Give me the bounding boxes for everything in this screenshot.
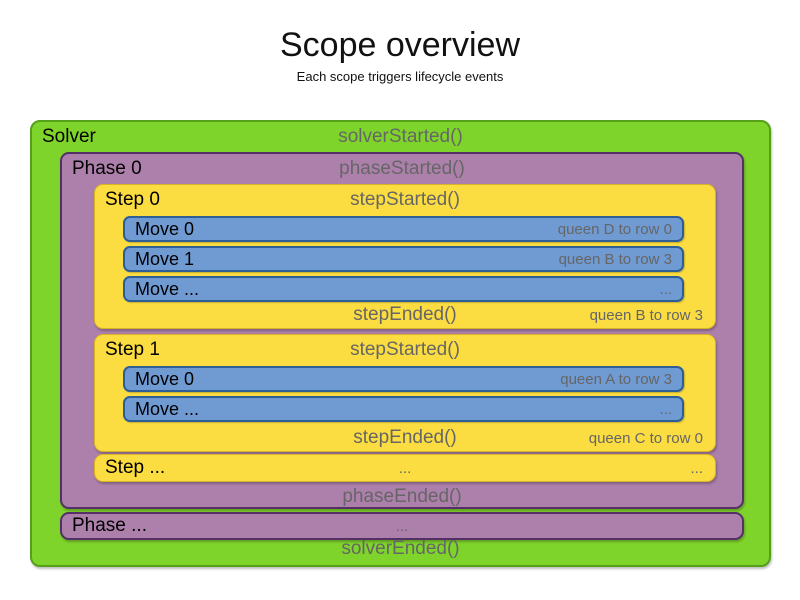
solver-header: Solver solverStarted() — [32, 124, 769, 152]
page-title: Scope overview — [279, 26, 520, 64]
solver-started-event: solverStarted() — [338, 126, 463, 147]
step-1-started-event: stepStarted() — [350, 339, 460, 360]
phase-ended-event: phaseEnded() — [342, 486, 462, 507]
step-0-footer: stepEnded() queen B to row 3 — [95, 303, 715, 326]
phase-more-row: Phase ... ... — [62, 514, 742, 538]
move-note: queen A to row 3 — [560, 371, 672, 388]
solver-label: Solver — [42, 126, 96, 147]
phase-0-box: Phase 0 phaseStarted() Step 0 stepStarte… — [60, 152, 744, 509]
move-label: Move 0 — [135, 219, 195, 239]
move-note: queen B to row 3 — [558, 251, 672, 268]
step-more-box: Step ... ... ... — [94, 454, 716, 482]
move-label: Move 1 — [135, 249, 195, 269]
step-0-label: Step 0 — [105, 189, 160, 210]
step-1-footer: stepEnded() queen C to row 0 — [95, 426, 715, 449]
step-0-started-event: stepStarted() — [350, 189, 460, 210]
page-subtitle: Each scope triggers lifecycle events — [296, 69, 504, 84]
move-row: Move ... ... — [123, 276, 684, 302]
step-0-ended-event: stepEnded() — [353, 304, 457, 325]
move-label: Move ... — [135, 399, 200, 419]
move-label: Move ... — [135, 279, 200, 299]
step-1-ended-event: stepEnded() — [353, 427, 457, 448]
move-note: ... — [659, 401, 672, 418]
solver-scope-box: Solver solverStarted() Phase 0 phaseStar… — [30, 120, 771, 567]
step-0-box: Step 0 stepStarted() Move 0 queen D to r… — [94, 184, 716, 329]
move-label: Move 0 — [135, 369, 195, 389]
phase-more-ellipsis-center: ... — [395, 517, 409, 535]
move-row: Move ... ... — [123, 396, 684, 422]
phase-0-header: Phase 0 phaseStarted() — [62, 156, 742, 184]
phase-started-event: phaseStarted() — [339, 158, 465, 179]
move-row: Move 1 queen B to row 3 — [123, 246, 684, 272]
step-0-ended-note: queen B to row 3 — [589, 307, 703, 324]
step-more-row: Step ... ... ... — [95, 455, 715, 481]
step-1-ended-note: queen C to row 0 — [588, 430, 703, 447]
phase-0-label: Phase 0 — [72, 158, 142, 179]
step-1-header: Step 1 stepStarted() — [95, 337, 715, 365]
move-row: Move 0 queen D to row 0 — [123, 216, 684, 242]
move-note: queen D to row 0 — [557, 221, 672, 238]
step-more-ellipsis-center: ... — [398, 459, 412, 477]
step-1-moves: Move 0 queen A to row 3 Move ... ... — [123, 366, 684, 426]
move-row: Move 0 queen A to row 3 — [123, 366, 684, 392]
step-more-label: Step ... — [105, 457, 166, 478]
step-1-label: Step 1 — [105, 339, 160, 360]
step-0-moves: Move 0 queen D to row 0 Move 1 queen B t… — [123, 216, 684, 306]
step-0-header: Step 0 stepStarted() — [95, 187, 715, 215]
solver-ended-event: solverEnded() — [341, 538, 460, 559]
step-1-box: Step 1 stepStarted() Move 0 queen A to r… — [94, 334, 716, 452]
move-note: ... — [659, 281, 672, 298]
phase-more-label: Phase ... — [72, 515, 147, 536]
phase-more-box: Phase ... ... — [60, 512, 744, 540]
step-more-ellipsis-right: ... — [690, 459, 703, 477]
